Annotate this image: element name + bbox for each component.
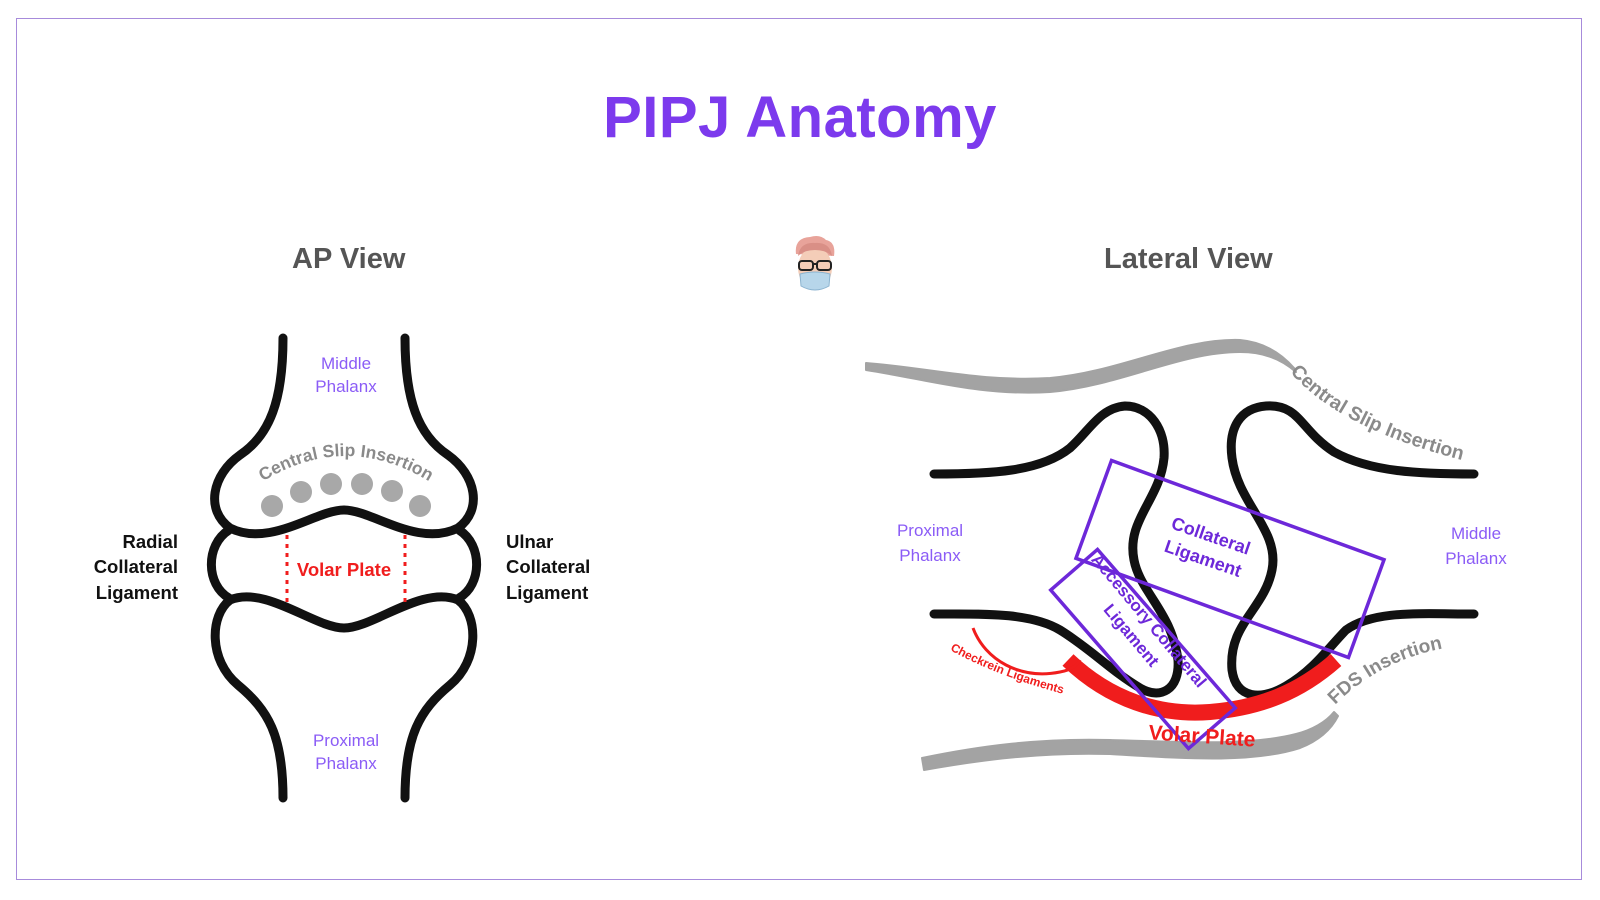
lateral-middle-phalanx-label-2: Phalanx xyxy=(1445,549,1507,568)
lateral-proximal-phalanx-label-2: Phalanx xyxy=(899,546,961,565)
central-slip-dot xyxy=(290,481,312,503)
ap-middle-phalanx-bone xyxy=(210,333,478,539)
ap-central-slip-label: Central Slip Insertion xyxy=(255,440,437,485)
central-slip-dot xyxy=(320,473,342,495)
ap-volar-plate-right-outline xyxy=(454,525,482,603)
lateral-flexor-tendon xyxy=(921,711,1339,771)
ap-view-heading: AP View xyxy=(292,243,406,275)
ap-volar-plate-left-outline xyxy=(206,525,234,603)
doctor-avatar-icon xyxy=(795,236,835,291)
lateral-view-diagram: Proximal Phalanx Middle Phalanx Central … xyxy=(865,338,1507,771)
lateral-extensor-tendon xyxy=(865,338,1297,394)
ulnar-ligament-label-1: Ulnar xyxy=(506,531,553,552)
lateral-proximal-phalanx-label-1: Proximal xyxy=(897,521,963,540)
lateral-fds-label: FDS Insertion xyxy=(1324,633,1444,709)
radial-ligament-label-2: Collateral xyxy=(94,556,178,577)
radial-ligament-label-3: Ligament xyxy=(96,582,178,603)
central-slip-dot xyxy=(351,473,373,495)
ulnar-ligament-label-2: Collateral xyxy=(506,556,590,577)
radial-ligament-label-1: Radial xyxy=(122,531,178,552)
lateral-checkrein-label: Checkrein Ligaments xyxy=(948,640,1066,696)
lateral-view-heading: Lateral View xyxy=(1104,243,1273,275)
ap-middle-phalanx-label-1: Middle xyxy=(321,354,371,373)
central-slip-dot xyxy=(381,480,403,502)
ap-middle-phalanx-label-2: Phalanx xyxy=(315,377,377,396)
ap-proximal-phalanx-label-1: Proximal xyxy=(313,731,379,750)
diagram-frame xyxy=(16,18,1582,880)
ap-view-diagram: Central Slip Insertion Middle Phalanx Pr… xyxy=(94,333,590,803)
ap-central-slip-dots xyxy=(261,473,431,517)
ap-volar-plate-label: Volar Plate xyxy=(297,559,391,580)
lateral-accessory-label-1: Accessory Collateral xyxy=(1087,550,1210,691)
ulnar-ligament-label-3: Ligament xyxy=(506,582,588,603)
lateral-central-slip-label: Central Slip Insertion xyxy=(1286,360,1466,465)
lateral-collateral-ligament-box xyxy=(1073,458,1387,660)
lateral-middle-phalanx-bone xyxy=(1226,401,1479,700)
lateral-checkrein-ligament xyxy=(971,627,1082,676)
page-title: PIPJ Anatomy xyxy=(603,85,997,150)
lateral-middle-phalanx-label-1: Middle xyxy=(1451,524,1501,543)
lateral-volar-plate xyxy=(1062,653,1342,721)
central-slip-dot xyxy=(261,495,283,517)
ap-proximal-phalanx-bone xyxy=(210,592,478,803)
ap-proximal-phalanx-label-2: Phalanx xyxy=(315,754,377,773)
lateral-accessory-ligament-box xyxy=(1048,546,1238,752)
lateral-proximal-phalanx-bone xyxy=(929,401,1183,698)
central-slip-dot xyxy=(409,495,431,517)
